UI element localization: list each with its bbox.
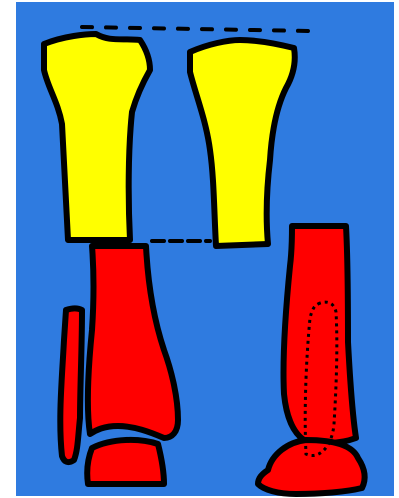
right-red-bone bbox=[283, 226, 356, 443]
left-red-lower-bone bbox=[87, 440, 164, 484]
left-red-thin-bone bbox=[60, 309, 82, 463]
